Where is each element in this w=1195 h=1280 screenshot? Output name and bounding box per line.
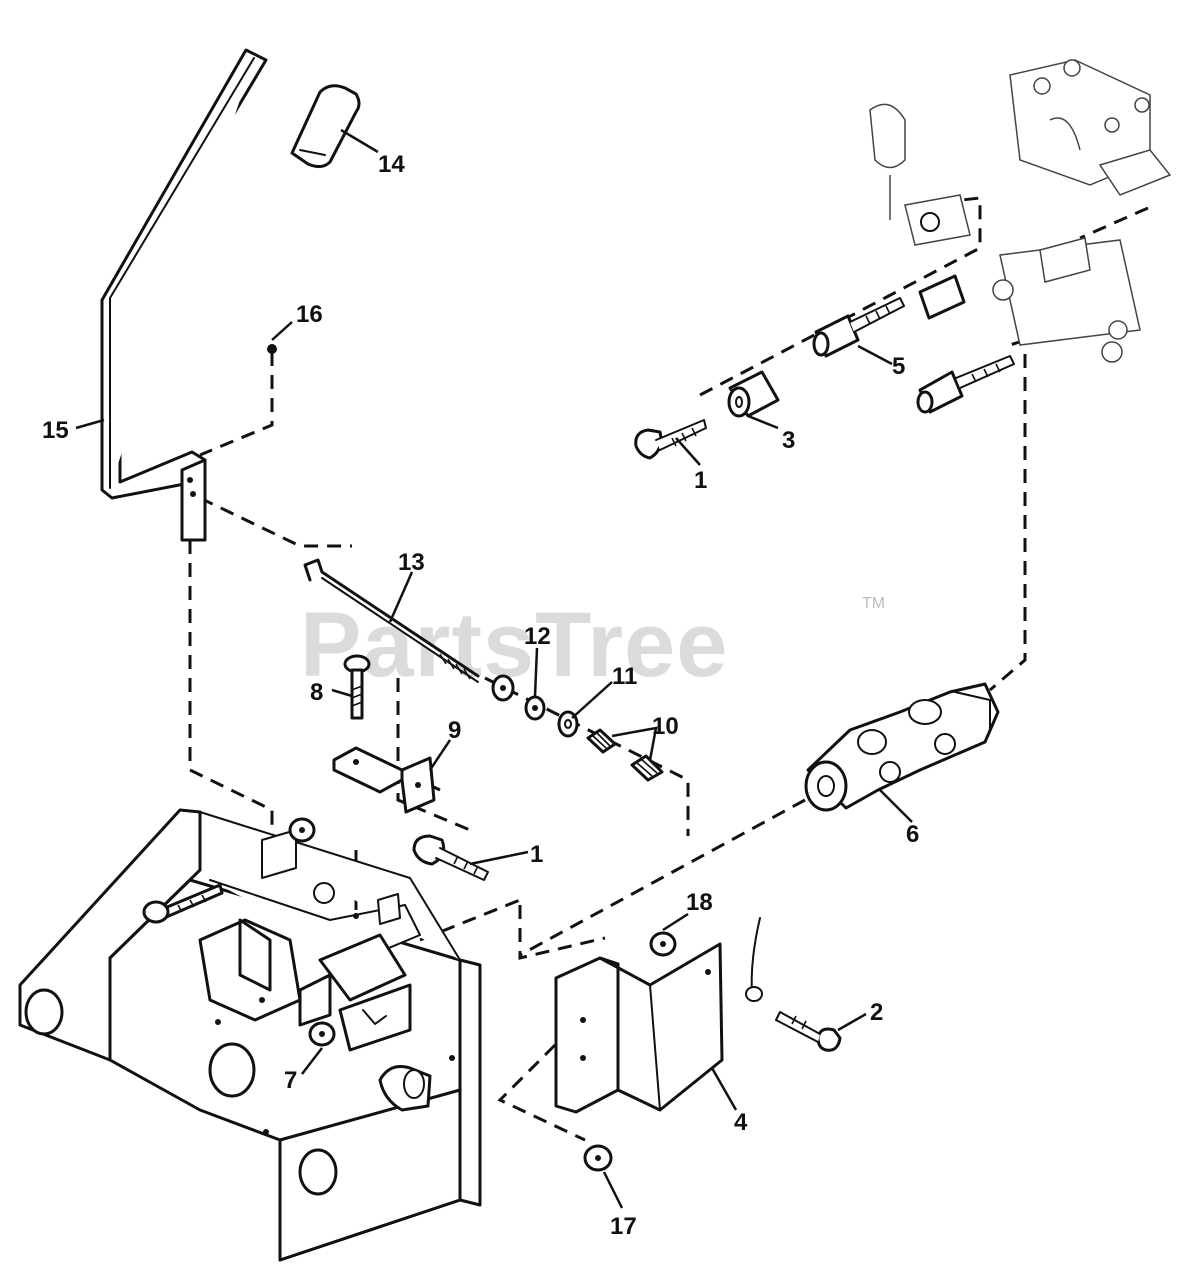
callout-6: 6	[906, 821, 919, 848]
callout-4: 4	[734, 1109, 748, 1136]
part-5-standoff-a[interactable]	[812, 297, 905, 358]
part-12-nut-a[interactable]	[491, 674, 515, 702]
callout-7: 7	[284, 1067, 297, 1094]
callout-11: 11	[612, 663, 637, 690]
callout-17: 17	[610, 1213, 637, 1240]
part-16-pin[interactable]	[267, 344, 277, 354]
callout-14: 14	[378, 151, 405, 178]
part-8-bolt[interactable]	[343, 654, 371, 720]
callout-13: 13	[398, 549, 425, 576]
callout-18: 18	[686, 889, 713, 916]
part-1-bolt-top[interactable]	[634, 419, 707, 460]
callout-10: 10	[652, 713, 679, 740]
part-4-mounting-bracket[interactable]	[554, 942, 724, 1114]
part-1-bolt-middle[interactable]	[412, 834, 489, 881]
part-17-nut[interactable]	[583, 1144, 613, 1172]
callout-15: 15	[42, 417, 69, 444]
part-3-spacer[interactable]	[727, 370, 780, 418]
part-18-nut[interactable]	[649, 931, 677, 957]
part-6-universal-joint[interactable]	[804, 682, 1000, 812]
leader-lines	[75, 128, 913, 1209]
callout-8: 8	[310, 679, 323, 706]
callout-2: 2	[870, 999, 883, 1026]
callout-1-top: 1	[694, 467, 707, 494]
part-10-spring-b[interactable]	[630, 754, 664, 782]
callout-16: 16	[296, 301, 323, 328]
part-12-nut-b[interactable]	[524, 695, 546, 721]
part-2-screw[interactable]	[775, 1011, 842, 1052]
wire-lead	[745, 917, 763, 1002]
part-9-bracket[interactable]	[332, 746, 436, 814]
callout-9: 9	[448, 717, 461, 744]
callout-3: 3	[782, 427, 795, 454]
part-5-standoff-b[interactable]	[916, 274, 1015, 414]
callout-labels: 14 16 15 13 12 11 10 9 8 5 3 1 1 6 18 2 …	[42, 151, 919, 1240]
steering-column-housing	[869, 59, 1172, 363]
watermark-trademark: TM	[862, 595, 885, 612]
housing-top-nut	[288, 817, 316, 843]
part-7-nut[interactable]	[308, 1021, 336, 1047]
part-13-rod[interactable]	[303, 558, 480, 683]
part-10-spring-a[interactable]	[586, 728, 617, 754]
base-housing	[18, 808, 482, 1262]
part-14-grip[interactable]	[290, 84, 361, 169]
callout-1-middle: 1	[530, 841, 543, 868]
callout-12: 12	[524, 623, 551, 650]
part-15-lever-bar[interactable]	[100, 48, 268, 542]
callout-5: 5	[892, 353, 905, 380]
